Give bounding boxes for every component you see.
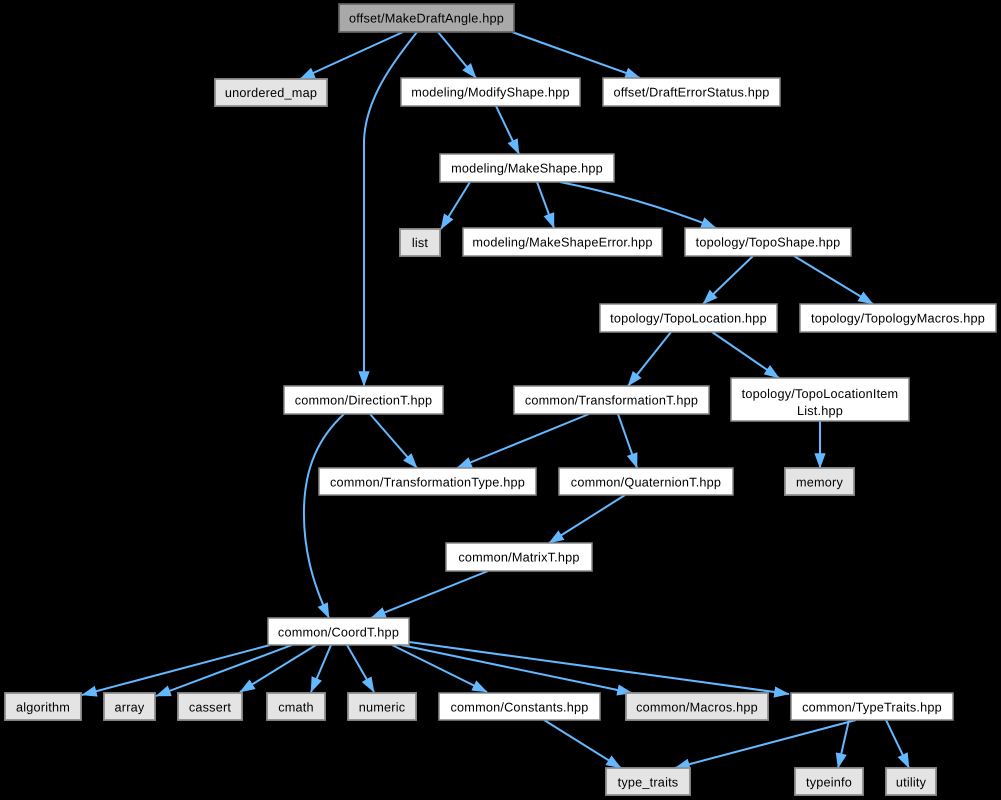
svg-text:algorithm: algorithm — [16, 701, 70, 715]
svg-text:topology/TopoLocation.hpp: topology/TopoLocation.hpp — [610, 312, 767, 326]
svg-text:utility: utility — [896, 776, 927, 790]
svg-text:common/TransformationType.hpp: common/TransformationType.hpp — [330, 476, 525, 490]
svg-text:cassert: cassert — [189, 701, 232, 715]
svg-text:offset/MakeDraftAngle.hpp: offset/MakeDraftAngle.hpp — [349, 12, 504, 26]
svg-text:common/CoordT.hpp: common/CoordT.hpp — [278, 626, 399, 640]
svg-text:common/TypeTraits.hpp: common/TypeTraits.hpp — [802, 701, 942, 715]
svg-text:unordered_map: unordered_map — [225, 86, 317, 100]
svg-text:cmath: cmath — [278, 701, 314, 715]
svg-text:numeric: numeric — [359, 701, 406, 715]
svg-text:common/TransformationT.hpp: common/TransformationT.hpp — [525, 394, 698, 408]
svg-text:modeling/MakeShapeError.hpp: modeling/MakeShapeError.hpp — [472, 236, 652, 250]
svg-text:memory: memory — [796, 476, 843, 490]
svg-text:topology/TopoShape.hpp: topology/TopoShape.hpp — [696, 236, 841, 250]
svg-text:common/QuaternionT.hpp: common/QuaternionT.hpp — [571, 476, 721, 490]
svg-text:modeling/MakeShape.hpp: modeling/MakeShape.hpp — [451, 162, 603, 176]
svg-text:common/DirectionT.hpp: common/DirectionT.hpp — [295, 394, 432, 408]
svg-text:topology/TopologyMacros.hpp: topology/TopologyMacros.hpp — [811, 312, 985, 326]
svg-text:offset/DraftErrorStatus.hpp: offset/DraftErrorStatus.hpp — [613, 86, 769, 100]
svg-text:list: list — [412, 236, 429, 250]
svg-text:common/Constants.hpp: common/Constants.hpp — [451, 701, 589, 715]
svg-text:common/Macros.hpp: common/Macros.hpp — [636, 701, 758, 715]
svg-text:array: array — [115, 701, 145, 715]
svg-text:List.hpp: List.hpp — [797, 404, 843, 418]
svg-text:topology/TopoLocationItem: topology/TopoLocationItem — [742, 387, 899, 401]
svg-text:typeinfo: typeinfo — [806, 776, 852, 790]
svg-text:type_traits: type_traits — [618, 776, 679, 790]
svg-text:modeling/ModifyShape.hpp: modeling/ModifyShape.hpp — [411, 86, 570, 100]
svg-text:common/MatrixT.hpp: common/MatrixT.hpp — [458, 551, 579, 565]
